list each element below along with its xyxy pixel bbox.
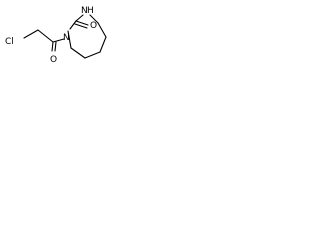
bond-acyl-ch2 xyxy=(37,29,54,43)
bond-nh-carbonyl xyxy=(75,14,84,22)
bond-ring-right-lower xyxy=(99,36,107,53)
bond-ring-co-2 xyxy=(74,23,88,29)
bond-n-acyl-c xyxy=(52,38,65,43)
bond-ring-bottom-left xyxy=(70,47,86,59)
acyl-oxygen-label: O xyxy=(50,55,57,65)
chlorine-atom-label: Cl xyxy=(5,37,14,47)
nh-nitrogen-label: N xyxy=(81,6,88,16)
bond-ring-nh-c xyxy=(89,14,99,24)
bond-ring-co-1 xyxy=(75,20,89,26)
chemical-structure: O N H N O Cl xyxy=(5,6,107,65)
bond-acyl-co-2 xyxy=(54,41,57,52)
bond-carbonyl-n xyxy=(69,20,77,30)
bond-ring-right-upper xyxy=(97,22,107,38)
bond-ring-bottom xyxy=(84,51,101,59)
bond-acyl-co-1 xyxy=(51,41,54,52)
bond-ch2-cl xyxy=(23,29,39,39)
nh-hydrogen-label: H xyxy=(87,6,94,16)
amide-nitrogen-label: N xyxy=(63,33,70,43)
bond-n-c-ring-left xyxy=(67,30,72,49)
oxygen-atom-label: O xyxy=(90,21,97,31)
